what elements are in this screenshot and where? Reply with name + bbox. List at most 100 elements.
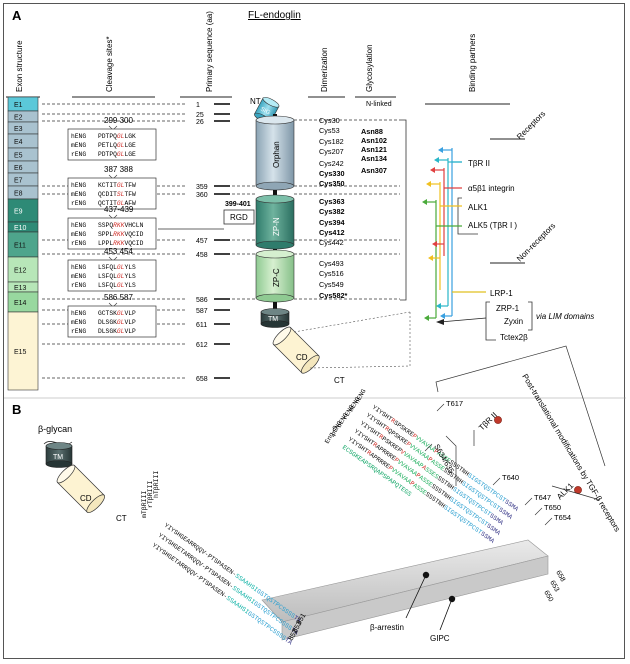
residue: - xyxy=(231,570,238,578)
residue: V xyxy=(390,467,397,475)
seq-post: VQCID xyxy=(124,231,143,238)
residue: A xyxy=(375,468,382,476)
residue: P xyxy=(411,432,418,440)
residue-25: 25 xyxy=(196,112,204,119)
alk-bracket xyxy=(457,197,478,235)
residue: S xyxy=(500,509,507,517)
residue: S xyxy=(452,511,459,519)
phosphosite-t617: T617 xyxy=(446,399,463,408)
residue: P xyxy=(390,479,397,487)
residue: R xyxy=(371,441,378,449)
kinase-alk1: ALK1 xyxy=(555,481,576,502)
residue: S xyxy=(380,411,387,419)
residue: H xyxy=(246,581,253,589)
residue: S xyxy=(439,452,446,460)
cleavage-box xyxy=(67,259,157,292)
seq-pre: LSFQL xyxy=(98,264,117,271)
orphan-domain xyxy=(255,119,295,187)
residue: A xyxy=(414,459,421,467)
nt-label: NT xyxy=(250,97,261,106)
residue: I xyxy=(451,498,458,506)
residue: T xyxy=(362,447,369,455)
header-cleavage-sites: Cleavage sites* xyxy=(105,36,114,92)
residue: S xyxy=(259,619,266,627)
residue: A xyxy=(240,591,247,599)
residue: A xyxy=(512,505,519,513)
cys-cys330: Cys330 xyxy=(319,169,345,178)
residue: Y xyxy=(365,412,372,420)
residue: C xyxy=(476,516,483,524)
exon-e1 xyxy=(7,96,39,112)
binding-arrowhead-low xyxy=(440,313,445,319)
seq-post: VLP xyxy=(124,310,136,317)
residue: G xyxy=(402,488,409,496)
residue: S xyxy=(381,472,388,480)
residue: S xyxy=(482,508,489,516)
residue: S xyxy=(451,461,458,469)
zp-c-label: ZP-C xyxy=(272,268,281,287)
residue: A xyxy=(218,561,225,569)
tm-top xyxy=(260,308,290,316)
residue: H xyxy=(371,429,378,437)
residue: S xyxy=(399,424,406,432)
residue: - xyxy=(194,573,201,581)
residue: N xyxy=(436,500,443,508)
seq-site: GL xyxy=(117,273,125,280)
residue: Q xyxy=(476,491,483,499)
residue: P xyxy=(197,575,204,583)
residue: H xyxy=(237,603,244,611)
cleavage-box xyxy=(67,217,157,250)
residue: E xyxy=(169,555,176,563)
residue: T xyxy=(289,626,296,634)
nonreceptor-lrp1: LRP-1 xyxy=(490,289,513,298)
panel-b-letter: B xyxy=(12,402,21,417)
residue: T xyxy=(209,555,216,563)
cleavage-sequence: GCTSKGLVLP xyxy=(98,310,136,317)
panel-a-letter: A xyxy=(12,8,22,23)
glycan-sequence: YIYSHGETARRQQV-PTSPASEN-SSAAHSIGSTQSTPCS… xyxy=(157,532,300,637)
residue: T xyxy=(200,577,207,585)
residue: T xyxy=(482,495,489,503)
residue: Q xyxy=(188,568,195,576)
zp-n-domain xyxy=(255,198,295,246)
residue: G xyxy=(472,476,479,484)
residue: N xyxy=(227,568,234,576)
residue: E xyxy=(408,430,415,438)
residue: A xyxy=(429,458,436,466)
residue: S xyxy=(488,525,495,533)
residue: P xyxy=(405,440,412,448)
residue-587: 587 xyxy=(196,308,208,315)
residue: S xyxy=(415,484,422,492)
residue: A xyxy=(420,464,427,472)
nonreceptor-arrowhead xyxy=(436,319,444,325)
residue: R xyxy=(187,539,194,547)
residue: A xyxy=(402,463,409,471)
cd-label: CD xyxy=(296,353,308,362)
residue: S xyxy=(470,487,477,495)
residue: V xyxy=(423,441,430,449)
header-binding-partners: Binding partners xyxy=(468,34,477,92)
residue: S xyxy=(488,512,495,520)
residue: S xyxy=(433,485,440,493)
residue: S xyxy=(218,576,225,584)
residue: I xyxy=(463,482,470,490)
glycan-end-number: 853 xyxy=(292,620,304,634)
residue-586: 586 xyxy=(196,297,208,304)
eng-end-number: 653 xyxy=(548,580,560,594)
residue: T xyxy=(464,519,471,527)
cys-cys363: Cys363 xyxy=(319,197,345,206)
binding-arrows xyxy=(422,147,486,321)
residue: Y xyxy=(157,532,164,540)
residue: A xyxy=(396,471,403,479)
residue: S xyxy=(458,503,465,511)
residue: T xyxy=(292,614,299,622)
seq-site: GL xyxy=(117,328,125,335)
exon-label-e10: E10 xyxy=(14,225,27,232)
residue: C xyxy=(488,500,495,508)
residue: A xyxy=(387,477,394,485)
residue: H xyxy=(359,445,366,453)
residue: Q xyxy=(256,617,263,625)
residue: Q xyxy=(191,556,198,564)
nonreceptor-zrp1: ZRP-1 xyxy=(496,304,520,313)
receptor-tbr2: TβR II xyxy=(468,159,490,168)
